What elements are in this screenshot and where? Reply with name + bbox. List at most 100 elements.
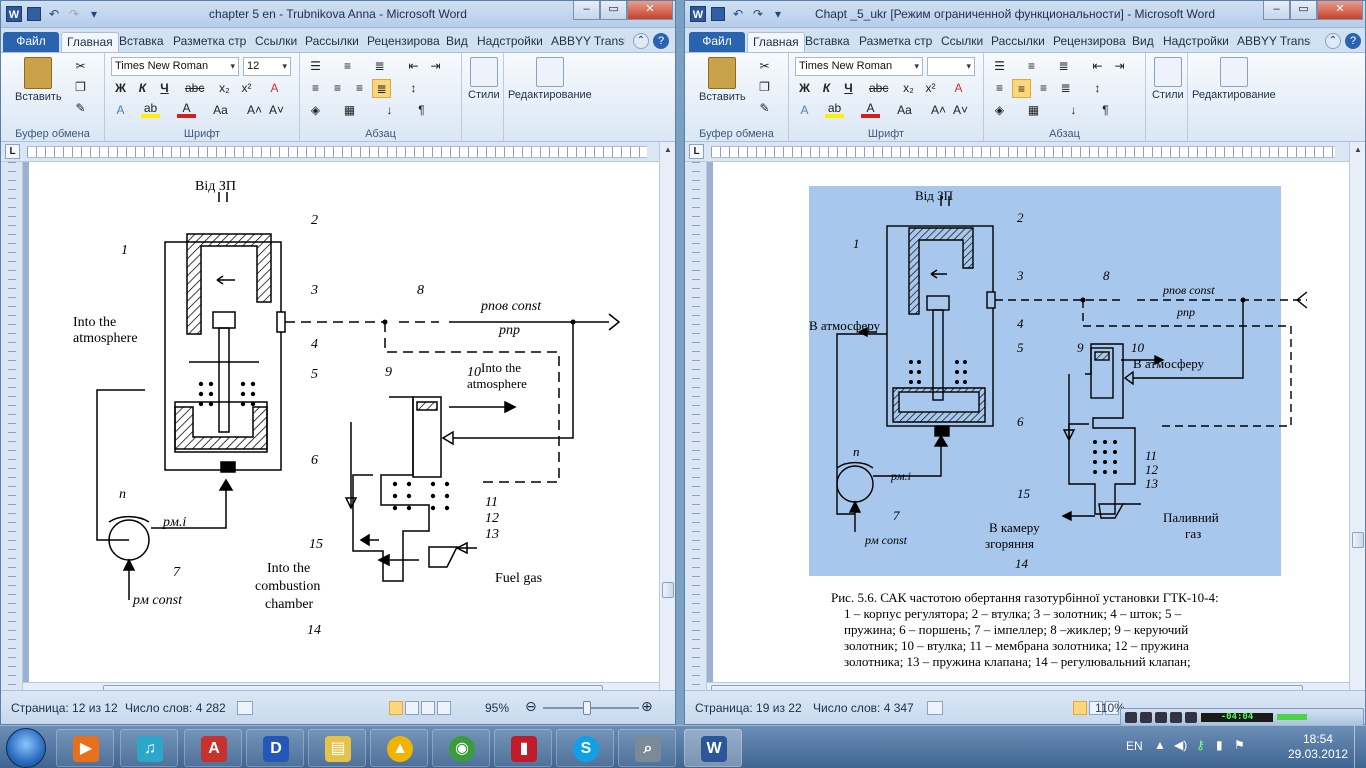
close-button[interactable]: ✕ — [1317, 1, 1363, 20]
grow-font-icon[interactable]: A˄ — [930, 103, 946, 117]
subscript-button[interactable]: x₂ — [219, 81, 230, 95]
tab-selector[interactable]: L — [689, 144, 704, 159]
show-hidden-icons-icon[interactable]: ▲ — [1154, 738, 1166, 752]
superscript-button[interactable]: x² — [925, 81, 936, 95]
tab-file[interactable]: Файл — [689, 32, 745, 52]
undo-icon[interactable]: ↶ — [48, 7, 60, 21]
zoom-level[interactable]: 95% — [485, 701, 510, 715]
volume-icon[interactable]: ◀) — [1174, 738, 1188, 752]
tab-review[interactable]: Рецензирова — [367, 34, 440, 48]
styles-button[interactable]: Стили — [468, 57, 500, 101]
line-spacing-icon[interactable]: ↕ — [1094, 81, 1101, 95]
copy-icon[interactable]: ❐ — [759, 80, 770, 94]
title-bar[interactable]: W ↶ ↷ ▾ chapter 5 en - Trubnikova Anna -… — [1, 1, 675, 28]
borders-icon[interactable]: ▦ — [343, 103, 356, 117]
numbering-icon[interactable]: ≡ — [343, 59, 351, 73]
shrink-font-icon[interactable]: A˅ — [268, 103, 284, 117]
minimize-button[interactable]: – — [573, 1, 600, 20]
clear-format-icon[interactable]: A — [270, 81, 279, 95]
numbering-icon[interactable]: ≡ — [1027, 59, 1035, 73]
subscript-button[interactable]: x₂ — [903, 81, 914, 95]
taskbar-book-app[interactable]: ▮ — [494, 729, 552, 767]
taskbar-word[interactable]: W — [684, 729, 742, 767]
page-count[interactable]: Страница: 12 из 12 — [11, 701, 118, 715]
font-size-combo[interactable]: 12 — [243, 57, 291, 76]
bullets-icon[interactable]: ☰ — [310, 59, 321, 73]
word-count[interactable]: Число слов: 4 347 — [813, 701, 914, 715]
justify-icon[interactable]: ≣ — [1060, 81, 1071, 95]
network-icon[interactable]: ▮ — [1216, 738, 1223, 752]
horizontal-ruler[interactable]: L — [685, 142, 1365, 162]
zoom-in-icon[interactable]: ⊕ — [641, 698, 653, 714]
strikethrough-button[interactable]: abc — [869, 81, 889, 95]
underline-button[interactable]: Ч — [160, 81, 169, 95]
font-size-combo[interactable] — [927, 57, 975, 76]
help-icon[interactable]: ? — [1345, 33, 1361, 49]
editing-button[interactable]: Редактирование — [508, 57, 592, 101]
align-left-icon[interactable]: ≡ — [311, 81, 319, 95]
page-count[interactable]: Страница: 19 из 22 — [695, 701, 802, 715]
zoom-slider-knob[interactable] — [583, 701, 591, 715]
tab-references[interactable]: Ссылки — [255, 34, 298, 48]
taskbar-explorer[interactable]: ▤ — [308, 729, 366, 767]
tab-home[interactable]: Главная — [61, 32, 119, 52]
taskbar-d-app[interactable]: D — [246, 729, 304, 767]
justify-icon[interactable]: ≣ — [372, 79, 391, 98]
print-layout-icon[interactable] — [389, 701, 403, 715]
minimize-button[interactable]: – — [1263, 1, 1290, 20]
tab-review[interactable]: Рецензирова — [1053, 34, 1126, 48]
highlight-icon[interactable]: ab — [141, 101, 160, 118]
prev-icon[interactable] — [1170, 712, 1182, 723]
align-center-icon[interactable]: ≡ — [1012, 79, 1031, 98]
web-view-icon[interactable] — [421, 701, 435, 715]
redo-icon[interactable]: ↷ — [68, 7, 80, 21]
undo-icon[interactable]: ↶ — [732, 7, 744, 21]
tab-abbyy[interactable]: ABBYY Translat — [1237, 34, 1311, 48]
taskbar-chrome[interactable]: ◉ — [432, 729, 490, 767]
horizontal-ruler[interactable]: L — [1, 142, 675, 162]
italic-button[interactable]: К — [138, 81, 147, 95]
document-page[interactable]: Від ЗП В атмосферу В атмосферу pпов cons… — [713, 162, 1349, 682]
tab-addins[interactable]: Надстройки — [1163, 34, 1229, 48]
taskbar-archicad[interactable]: ▲ — [370, 729, 428, 767]
close-button[interactable]: ✕ — [627, 1, 673, 20]
decrease-indent-icon[interactable]: ⇤ — [408, 59, 419, 73]
styles-button[interactable]: Стили — [1152, 57, 1184, 101]
qat-customize-icon[interactable]: ▾ — [90, 7, 98, 21]
borders-icon[interactable]: ▦ — [1027, 103, 1040, 117]
word-app-icon[interactable]: W — [690, 6, 706, 22]
scroll-up-icon[interactable]: ▲ — [664, 145, 672, 154]
shrink-font-icon[interactable]: A˅ — [952, 103, 968, 117]
multilevel-icon[interactable]: ≣ — [374, 59, 385, 73]
web-view-icon[interactable] — [1105, 701, 1119, 715]
copy-icon[interactable]: ❐ — [75, 80, 86, 94]
font-color-icon[interactable]: A — [177, 101, 196, 118]
vertical-ruler[interactable] — [685, 162, 707, 692]
taskbar-skype[interactable]: S — [556, 729, 614, 767]
action-center-icon[interactable]: ⚑ — [1234, 738, 1245, 752]
zoom-out-icon[interactable]: ⊖ — [525, 698, 537, 714]
increase-indent-icon[interactable]: ⇥ — [430, 59, 441, 73]
tab-addins[interactable]: Надстройки — [477, 34, 543, 48]
grow-font-icon[interactable]: A˄ — [246, 103, 262, 117]
bold-button[interactable]: Ж — [799, 81, 810, 95]
volume-bar[interactable] — [1277, 714, 1307, 720]
tab-page-layout[interactable]: Разметка стр — [173, 34, 247, 48]
start-button[interactable] — [6, 728, 46, 768]
print-layout-icon[interactable] — [1073, 701, 1087, 715]
cut-icon[interactable]: ✂ — [759, 59, 770, 73]
tab-insert[interactable]: Вставка — [119, 34, 164, 48]
tab-view[interactable]: Вид — [1132, 34, 1154, 48]
document-area[interactable]: Від ЗП Into the atmosphere Into the atmo… — [23, 162, 659, 682]
editing-button[interactable]: Редактирование — [1192, 57, 1276, 101]
reading-view-icon[interactable] — [405, 701, 419, 715]
font-name-combo[interactable]: Times New Roman — [111, 57, 239, 76]
shading-icon[interactable]: ◈ — [994, 103, 1005, 117]
tab-home[interactable]: Главная — [747, 32, 805, 52]
show-marks-icon[interactable]: ¶ — [1102, 103, 1109, 117]
proofing-icon[interactable] — [927, 701, 943, 715]
format-painter-icon[interactable]: ✎ — [75, 101, 86, 115]
align-right-icon[interactable]: ≡ — [355, 81, 363, 95]
media-progress[interactable] — [1201, 713, 1273, 722]
tab-selector[interactable]: L — [5, 144, 20, 159]
